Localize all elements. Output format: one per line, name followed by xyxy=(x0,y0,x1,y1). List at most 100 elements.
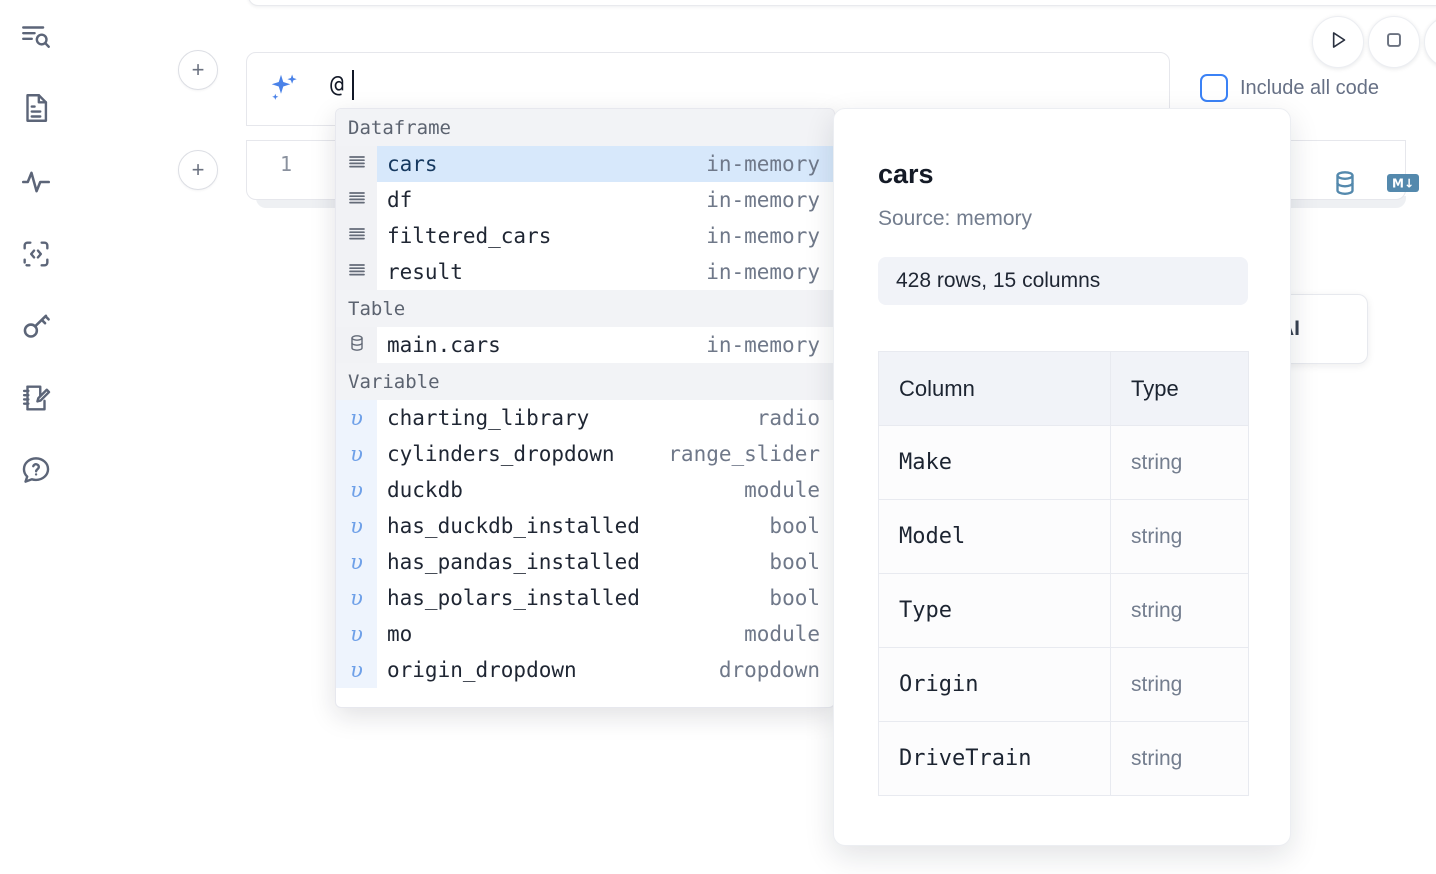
autocomplete-group-header: Variable xyxy=(336,363,834,400)
database-icon xyxy=(347,333,367,358)
markdown-icon[interactable]: M↓ xyxy=(1386,171,1420,200)
ai-prompt-input[interactable]: @ xyxy=(330,72,344,98)
column-name-cell: Origin xyxy=(878,647,1111,722)
stop-button[interactable] xyxy=(1368,16,1420,68)
variable-icon: υ xyxy=(350,622,363,646)
autocomplete-item-kind: range_slider xyxy=(668,442,820,466)
autocomplete-item-kind: in-memory xyxy=(706,333,820,357)
more-options-button[interactable] xyxy=(1424,16,1436,68)
autocomplete-item-kind: module xyxy=(744,622,820,646)
column-name-cell: DriveTrain xyxy=(878,721,1111,796)
autocomplete-item-icon xyxy=(336,327,377,363)
include-all-code-row[interactable]: Include all code xyxy=(1200,74,1379,102)
play-icon xyxy=(1325,27,1351,58)
sparkle-icon xyxy=(266,70,302,106)
sidebar-item-activity[interactable] xyxy=(14,160,58,204)
autocomplete-item-name: main.cars xyxy=(387,333,501,357)
dataframe-preview-panel: cars Source: memory 428 rows, 15 columns… xyxy=(833,108,1291,846)
cell-toolbar: M↓ xyxy=(1330,168,1420,203)
column-type-cell: string xyxy=(1110,573,1249,648)
autocomplete-item-name: has_polars_installed xyxy=(387,586,640,610)
column-type-cell: string xyxy=(1110,647,1249,722)
column-type-cell: string xyxy=(1110,499,1249,574)
autocomplete-item-kind: bool xyxy=(769,586,820,610)
autocomplete-item-icon: υ xyxy=(336,508,377,544)
autocomplete-item-kind: in-memory xyxy=(706,260,820,284)
autocomplete-item-kind: module xyxy=(744,478,820,502)
variable-icon: υ xyxy=(350,478,363,502)
variable-icon: υ xyxy=(350,442,363,466)
autocomplete-item-name: filtered_cars xyxy=(387,224,552,248)
autocomplete-group-header: Dataframe xyxy=(336,109,834,146)
column-name-cell: Model xyxy=(878,499,1111,574)
database-icon[interactable] xyxy=(1330,168,1360,203)
autocomplete-item-kind: radio xyxy=(756,406,820,430)
text-caret xyxy=(352,70,354,100)
svg-text:M↓: M↓ xyxy=(1392,177,1414,191)
autocomplete-group-header: Table xyxy=(336,290,834,327)
sidebar-item-help[interactable] xyxy=(14,448,58,492)
autocomplete-item-kind: dropdown xyxy=(718,658,820,682)
autocomplete-item-name: origin_dropdown xyxy=(387,658,577,682)
autocomplete-item-name: cars xyxy=(387,152,438,176)
add-cell-above-button[interactable]: + xyxy=(178,50,218,90)
autocomplete-item-icon: υ xyxy=(336,544,377,580)
preview-title: cars xyxy=(878,159,934,189)
autocomplete-item-icon xyxy=(336,146,377,182)
autocomplete-item-kind: in-memory xyxy=(706,152,820,176)
autocomplete-item[interactable]: υ charting_library radio xyxy=(336,400,834,436)
sidebar-item-snippets[interactable] xyxy=(14,232,58,276)
code-snippet-icon xyxy=(19,237,53,271)
autocomplete-item-name: duckdb xyxy=(387,478,463,502)
autocomplete-item[interactable]: main.cars in-memory xyxy=(336,327,834,363)
include-all-code-checkbox[interactable] xyxy=(1200,74,1228,102)
autocomplete-item[interactable]: υ origin_dropdown dropdown xyxy=(336,652,834,688)
autocomplete-item-icon xyxy=(336,182,377,218)
column-type-cell: string xyxy=(1110,425,1249,500)
sidebar-item-explore[interactable] xyxy=(14,14,58,58)
sidebar-item-scratchpad[interactable] xyxy=(14,376,58,420)
autocomplete-item-icon: υ xyxy=(336,436,377,472)
help-chat-icon xyxy=(19,453,53,487)
file-document-icon xyxy=(19,91,53,125)
autocomplete-item-icon: υ xyxy=(336,472,377,508)
autocomplete-item-name: df xyxy=(387,188,413,212)
add-cell-below-button[interactable]: + xyxy=(178,150,218,190)
dataframe-icon xyxy=(347,188,367,213)
autocomplete-item[interactable]: cars in-memory xyxy=(336,146,834,182)
include-all-code-label: Include all code xyxy=(1240,76,1379,99)
autocomplete-item-icon xyxy=(336,254,377,290)
run-button[interactable] xyxy=(1312,16,1364,68)
sidebar-item-files[interactable] xyxy=(14,86,58,130)
autocomplete-item-name: charting_library xyxy=(387,406,590,430)
autocomplete-item-icon: υ xyxy=(336,616,377,652)
table-header-cell: Type xyxy=(1110,351,1249,426)
column-name-cell: Type xyxy=(878,573,1111,648)
variable-icon: υ xyxy=(350,406,363,430)
preview-source: Source: memory xyxy=(878,207,1033,230)
dataframe-icon xyxy=(347,224,367,249)
notebook-card-edge xyxy=(248,0,1436,6)
autocomplete-item-icon: υ xyxy=(336,652,377,688)
sidebar-item-secrets[interactable] xyxy=(14,304,58,348)
key-icon xyxy=(19,309,53,343)
column-type-cell: string xyxy=(1110,721,1249,796)
autocomplete-item-name: mo xyxy=(387,622,413,646)
autocomplete-item-kind: bool xyxy=(769,550,820,574)
